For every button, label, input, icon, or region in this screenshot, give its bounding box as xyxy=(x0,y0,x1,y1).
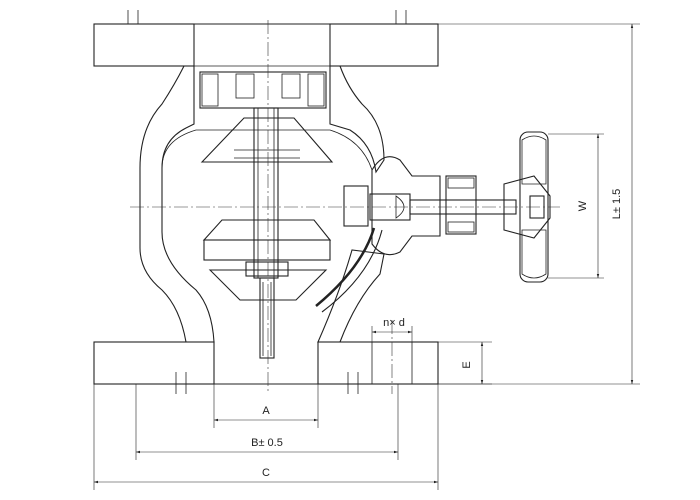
valve-stem xyxy=(253,107,279,359)
dimension-c-label: C xyxy=(262,467,270,479)
center-lines xyxy=(127,10,560,394)
lower-disc xyxy=(202,219,332,301)
dimension-e: E xyxy=(438,341,492,385)
dimension-a: A xyxy=(213,384,319,428)
dimension-nd-label: n× d xyxy=(383,317,405,329)
dimension-w-label: W xyxy=(577,200,589,211)
dimension-l-label: L± 1.5 xyxy=(611,189,623,220)
bottom-flange xyxy=(93,341,439,385)
top-seat-ring xyxy=(199,71,327,109)
dimension-nd: n× d xyxy=(371,317,413,342)
top-flange xyxy=(93,23,439,67)
dimension-a-label: A xyxy=(262,405,270,417)
dimension-b: B± 0.5 xyxy=(135,384,399,460)
dimension-e-label: E xyxy=(461,361,473,368)
dimension-b-label: B± 0.5 xyxy=(251,437,283,449)
valve-body xyxy=(139,65,385,343)
dimension-c: C xyxy=(93,384,439,490)
dimension-l: L± 1.5 xyxy=(438,23,640,385)
upper-disc xyxy=(200,117,334,163)
dimension-w: W xyxy=(548,133,604,279)
actuator-assembly xyxy=(315,156,517,313)
